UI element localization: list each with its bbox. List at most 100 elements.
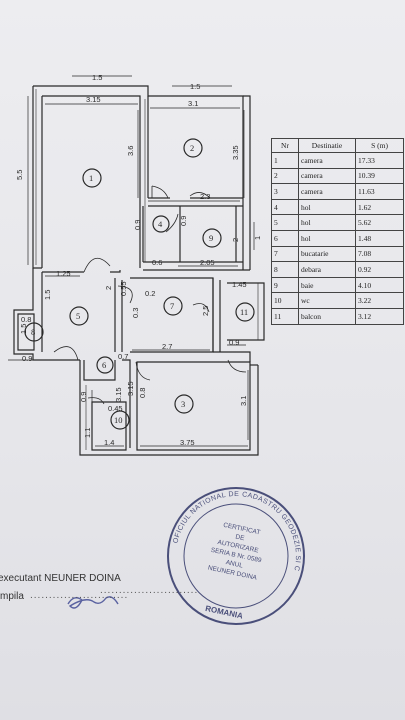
- dim-room1-width: 3.15: [86, 95, 101, 104]
- room-num-4: 4: [158, 219, 163, 229]
- dim-0-6: 0.6: [152, 258, 162, 267]
- dim-2-5: 2.5: [201, 306, 210, 316]
- row-nr: 7: [271, 245, 299, 263]
- dim-room1-height2: 3.6: [126, 146, 135, 156]
- row-area: 11.63: [355, 183, 404, 200]
- dim-2: 2: [231, 238, 240, 242]
- dim-hall-width: 2.3: [200, 192, 210, 201]
- row-nr: 1: [271, 152, 299, 169]
- room-num-9: 9: [209, 233, 213, 243]
- dim-0-9-a: 0.9: [133, 220, 142, 230]
- room-marker-2: [183, 138, 203, 158]
- row-dest: hol: [298, 198, 356, 216]
- room-num-11: 11: [240, 307, 248, 317]
- row-nr: 6: [271, 229, 299, 247]
- room-marker-5: [69, 306, 89, 326]
- room-num-6: 6: [102, 360, 106, 370]
- row-area: 10.39: [355, 167, 404, 185]
- row-dest: camera: [298, 152, 356, 169]
- row-area: 17.33: [355, 152, 404, 169]
- row-nr: 5: [271, 214, 299, 231]
- row-dest: wc: [298, 292, 356, 309]
- dim-0-9-c: 0.9: [229, 338, 239, 347]
- row-area: 1.48: [355, 229, 404, 247]
- signature-dots-2: ..........................: [100, 585, 199, 596]
- row-dest: hol: [298, 214, 356, 231]
- stamp-line2: DE: [235, 534, 246, 543]
- dim-room9-width: 2.05: [200, 258, 215, 267]
- dim-top-left: 1.5: [92, 73, 102, 82]
- dim-room2-height: 3.35: [231, 145, 240, 160]
- row-nr: 3: [271, 183, 299, 200]
- dim-0-3: 0.3: [131, 308, 140, 318]
- row-dest: debara: [298, 261, 356, 278]
- dim-3-1: 3.1: [239, 396, 248, 406]
- stamp-line5: ANUL: [225, 559, 244, 570]
- dim-0-8-b: 0.8: [138, 388, 147, 398]
- dim-0-2: 0.2: [145, 289, 155, 298]
- room-marker-7: [163, 296, 183, 316]
- row-nr: 9: [271, 276, 299, 294]
- room-marker-3: [174, 394, 194, 414]
- row-area: 1.62: [355, 198, 404, 216]
- room-marker-9: [202, 228, 222, 248]
- room-num-2: 2: [190, 143, 194, 153]
- row-nr: 2: [271, 167, 299, 185]
- room-num-10: 10: [114, 415, 123, 425]
- room-marker-6: [96, 356, 114, 374]
- room-num-7: 7: [170, 301, 174, 311]
- dim-1-1: 1.1: [83, 428, 92, 438]
- row-area: 5.62: [355, 214, 404, 231]
- dim-0-9-left: 0.9: [22, 354, 32, 363]
- dim-3-15: 3.15: [126, 381, 135, 396]
- room-marker-11: [235, 302, 255, 322]
- row-dest: baie: [298, 276, 356, 294]
- dim-1-4: 1.4: [104, 438, 114, 447]
- row-dest: bucatarie: [298, 245, 356, 263]
- room-num-8: 8: [31, 327, 35, 337]
- row-area: 3.12: [355, 307, 404, 325]
- signature-label: mpila: [0, 591, 24, 602]
- room-num-3: 3: [181, 399, 185, 409]
- dim-0-45: 0.45: [108, 404, 123, 413]
- dim-0-7: 0.7: [118, 352, 128, 361]
- row-dest: balcon: [298, 307, 356, 325]
- row-area: 4.10: [355, 276, 404, 294]
- header-destinatie: Destinatie: [298, 138, 356, 153]
- row-dest: camera: [298, 167, 356, 185]
- dim-2-7: 2.7: [162, 342, 172, 351]
- header-nr: Nr: [271, 138, 299, 153]
- room-num-1: 1: [89, 173, 93, 183]
- header-area: S (m): [355, 138, 404, 153]
- table-header-row: Nr Destinatie S (m): [271, 138, 404, 153]
- dim-1-25: 1.25: [56, 269, 71, 278]
- dim-0-9-d: 0.9: [79, 392, 88, 402]
- row-dest: camera: [298, 183, 356, 200]
- wall-room1: [42, 95, 141, 268]
- signature: [67, 596, 119, 609]
- room-num-5: 5: [76, 311, 80, 321]
- dim-3-75: 3.75: [180, 438, 195, 447]
- row-nr: 11: [271, 307, 299, 325]
- dim-1-5: 1.5: [43, 290, 52, 300]
- dim-room2-width: 3.1: [188, 99, 198, 108]
- room-marker-4: [152, 215, 170, 233]
- row-area: 3.22: [355, 292, 404, 309]
- dim-0-9-b: 0.9: [179, 216, 188, 226]
- row-dest: hol: [298, 229, 356, 247]
- dim-room1-height: 5.5: [15, 170, 24, 180]
